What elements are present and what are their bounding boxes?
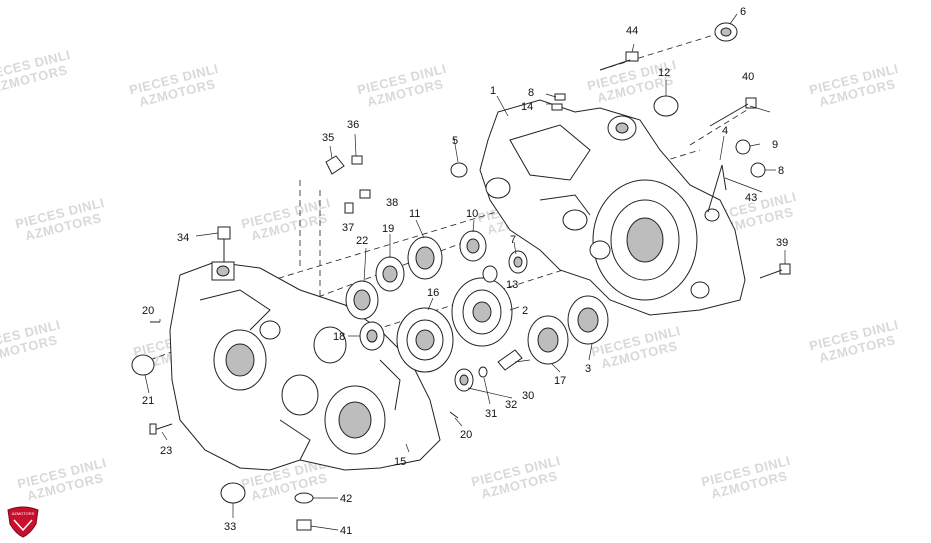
bearing-17 <box>527 315 569 365</box>
callout-20b: 20 <box>460 429 472 441</box>
callout-19: 19 <box>382 223 394 235</box>
callout-labels: 1 2 3 4 6 5 7 8 8 9 10 11 12 13 14 15 16… <box>142 6 788 537</box>
callout-43: 43 <box>745 192 757 204</box>
callout-16: 16 <box>427 287 439 299</box>
callout-21: 21 <box>142 395 154 407</box>
callout-44: 44 <box>626 25 638 37</box>
washer-42 <box>294 492 314 504</box>
callout-5: 5 <box>452 135 458 147</box>
left-crankcase <box>169 261 441 471</box>
azmotors-shield-logo: AZMOTORS <box>7 506 39 538</box>
callout-4: 4 <box>722 125 728 137</box>
callout-2: 2 <box>522 305 528 317</box>
callout-17: 17 <box>554 375 566 387</box>
callout-9: 9 <box>772 139 778 151</box>
callout-39: 39 <box>776 237 788 249</box>
callout-33: 33 <box>224 521 236 533</box>
oring-32 <box>478 366 488 378</box>
callout-3: 3 <box>585 363 591 375</box>
bearing-3 <box>567 295 609 345</box>
sensor-30 <box>497 349 523 371</box>
bolt-40 <box>709 97 757 127</box>
callout-7: 7 <box>510 234 516 246</box>
nut-5 <box>450 162 468 178</box>
bearing-22 <box>345 280 379 320</box>
plug-41 <box>296 519 312 531</box>
logo-text: AZMOTORS <box>12 511 35 516</box>
bolt-38 <box>359 189 371 199</box>
callout-30: 30 <box>522 390 534 402</box>
bearing-16 <box>396 307 454 373</box>
bearing-11 <box>407 236 443 280</box>
callout-8a: 8 <box>528 87 534 99</box>
callout-18: 18 <box>333 331 345 343</box>
callout-38: 38 <box>386 197 398 209</box>
callout-20a: 20 <box>142 305 154 317</box>
callout-10: 10 <box>466 208 478 220</box>
callout-42: 42 <box>340 493 352 505</box>
callout-13: 13 <box>506 279 518 291</box>
callout-34: 34 <box>177 232 189 244</box>
bolt-39 <box>759 263 791 279</box>
callout-37: 37 <box>342 222 354 234</box>
callout-11: 11 <box>409 208 420 220</box>
pin-14 <box>551 103 563 111</box>
plug-33 <box>220 482 246 504</box>
callout-36: 36 <box>347 119 359 131</box>
bearing-2 <box>451 277 513 347</box>
cap-9 <box>735 139 751 155</box>
stud-34 <box>217 226 231 262</box>
seal-18 <box>359 321 385 351</box>
bushing-12 <box>653 95 679 117</box>
callout-1: 1 <box>490 85 496 97</box>
bearing-10 <box>459 230 487 262</box>
plug-21 <box>131 354 155 376</box>
pin-20b <box>449 411 459 419</box>
callout-41: 41 <box>340 525 352 537</box>
bushing-13 <box>482 265 498 283</box>
callout-31: 31 <box>485 408 497 420</box>
callout-32: 32 <box>505 399 517 411</box>
callout-12: 12 <box>658 67 670 79</box>
callout-15: 15 <box>394 456 406 468</box>
bearing-7 <box>508 250 528 274</box>
nut-8b <box>750 162 766 178</box>
bolt-23 <box>149 423 173 435</box>
bolt-44 <box>599 51 639 71</box>
callout-14: 14 <box>521 101 533 113</box>
pin-8a <box>554 93 566 101</box>
callout-35: 35 <box>322 132 334 144</box>
callout-6: 6 <box>740 6 746 18</box>
bearing-19 <box>375 256 405 292</box>
seal-6 <box>714 22 738 42</box>
stud-43 <box>721 164 727 191</box>
bolt-36 <box>351 155 363 165</box>
callout-8b: 8 <box>778 165 784 177</box>
bracket-35 <box>325 155 345 175</box>
seal-31 <box>454 368 474 392</box>
leader-lines <box>144 13 786 531</box>
callout-23: 23 <box>160 445 172 457</box>
right-crankcase <box>479 99 746 316</box>
callout-22: 22 <box>356 235 368 247</box>
callout-40: 40 <box>742 71 754 83</box>
pin-37 <box>344 202 354 214</box>
